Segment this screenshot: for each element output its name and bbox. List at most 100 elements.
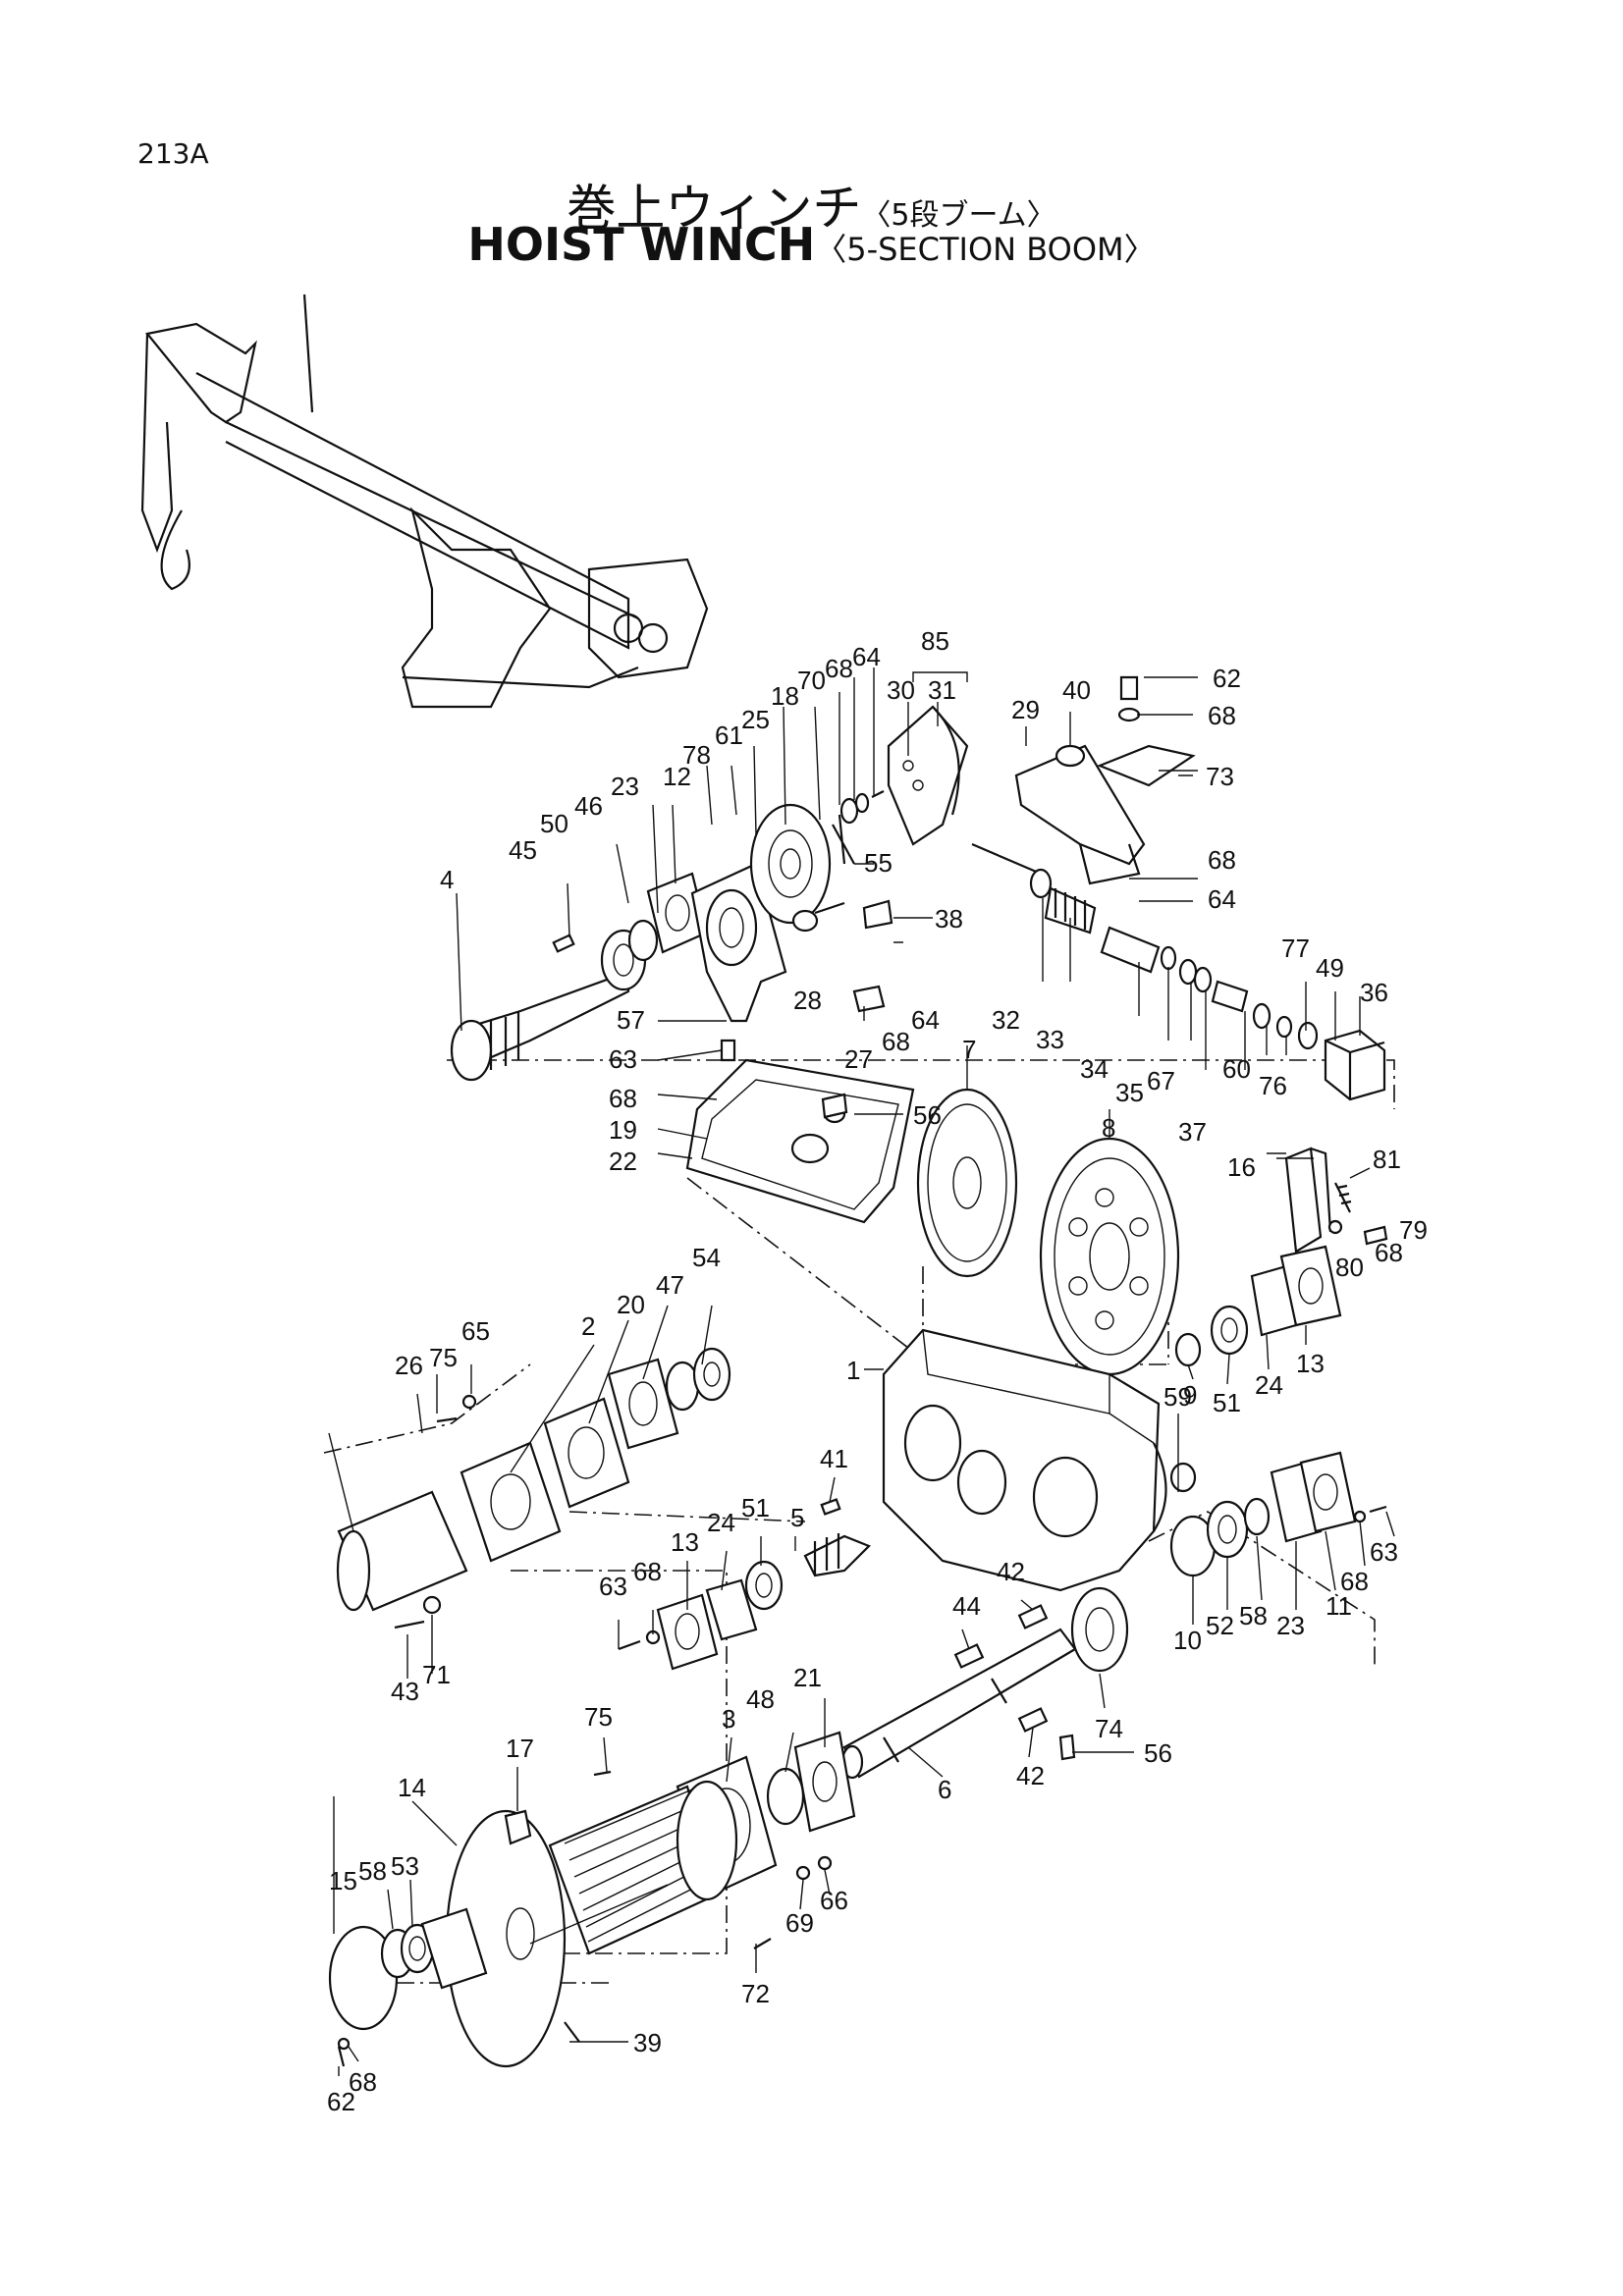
- part-label-2: 2: [581, 1311, 595, 1341]
- part-label-55: 55: [864, 848, 893, 878]
- part-label-52: 52: [1206, 1611, 1234, 1640]
- part-26-motor: [336, 1490, 468, 1612]
- title-english: HOIST WINCH〈5-SECTION BOOM〉: [0, 218, 1623, 271]
- part-label-51: 51: [741, 1493, 770, 1522]
- part-label-75: 75: [429, 1343, 458, 1372]
- part-label-68: 68: [1340, 1567, 1369, 1596]
- part-label-48: 48: [746, 1684, 775, 1714]
- part-label-65: 65: [461, 1316, 490, 1346]
- part-label-20: 20: [617, 1290, 645, 1319]
- part-label-18: 18: [771, 681, 799, 711]
- part-label-38: 38: [935, 904, 963, 934]
- part-label-23: 23: [611, 772, 639, 801]
- title-english-sub: 〈5-SECTION BOOM〉: [815, 231, 1156, 268]
- part-label-25: 25: [741, 705, 770, 734]
- part-label-68: 68: [349, 2067, 377, 2097]
- part-label-22: 22: [609, 1147, 637, 1176]
- part-label-58: 58: [1239, 1601, 1268, 1630]
- part-label-53: 53: [391, 1851, 419, 1881]
- part-label-72: 72: [741, 1979, 770, 2008]
- part-label-10: 10: [1173, 1626, 1202, 1655]
- part-label-71: 71: [422, 1660, 451, 1689]
- part-label-19: 19: [609, 1115, 637, 1145]
- part-label-68: 68: [825, 654, 853, 683]
- part-4-pinion-shaft: [450, 970, 630, 1082]
- part-label-27: 27: [844, 1044, 873, 1074]
- part-label-63: 63: [1370, 1537, 1398, 1567]
- part-label-14: 14: [398, 1773, 426, 1802]
- part-label-60: 60: [1222, 1054, 1251, 1084]
- part-label-21: 21: [793, 1663, 822, 1692]
- part-label-15: 15: [329, 1866, 357, 1896]
- part-label-67: 67: [1147, 1066, 1175, 1095]
- part-label-68: 68: [882, 1027, 910, 1056]
- part-label-61: 61: [715, 721, 743, 750]
- part-label-62: 62: [327, 2087, 355, 2116]
- part-label-44: 44: [952, 1591, 981, 1621]
- part-label-63: 63: [609, 1044, 637, 1074]
- part-label-37: 37: [1178, 1117, 1207, 1147]
- crane-location-illustration: [140, 294, 709, 709]
- part-label-7: 7: [962, 1035, 976, 1064]
- part-label-70: 70: [797, 666, 826, 695]
- part-label-59: 59: [1163, 1382, 1192, 1412]
- part-label-13: 13: [671, 1527, 699, 1557]
- part-label-66: 66: [820, 1886, 848, 1915]
- part-8-gear: [1039, 1137, 1180, 1376]
- part-label-17: 17: [506, 1734, 534, 1763]
- part-label-24: 24: [707, 1508, 735, 1537]
- part-31-brake-band: [887, 705, 969, 846]
- part-label-74: 74: [1095, 1714, 1123, 1743]
- part-label-46: 46: [574, 791, 603, 821]
- part-label-42: 42: [1016, 1761, 1045, 1790]
- part-label-16: 16: [1227, 1152, 1256, 1182]
- part-label-40: 40: [1062, 675, 1091, 705]
- part-14-rope-drum: [445, 1780, 738, 2068]
- part-label-3: 3: [722, 1704, 735, 1734]
- part-label-23: 23: [1276, 1611, 1305, 1640]
- part-label-77: 77: [1281, 934, 1310, 963]
- part-label-85: 85: [921, 626, 949, 656]
- part-label-30: 30: [887, 675, 915, 705]
- title-english-main: HOIST WINCH: [467, 218, 816, 271]
- part-label-4: 4: [440, 865, 454, 894]
- part-label-64: 64: [852, 642, 881, 671]
- part-label-69: 69: [785, 1908, 814, 1938]
- part-label-51: 51: [1213, 1388, 1241, 1417]
- part-label-58: 58: [358, 1856, 387, 1886]
- part-label-68: 68: [609, 1084, 637, 1113]
- part-label-45: 45: [509, 835, 537, 865]
- part-label-29: 29: [1011, 695, 1040, 724]
- part-label-13: 13: [1296, 1349, 1325, 1378]
- part-label-43: 43: [391, 1677, 419, 1706]
- part-label-8: 8: [1102, 1113, 1115, 1143]
- part-label-39: 39: [633, 2028, 662, 2057]
- part-label-64: 64: [911, 1005, 940, 1035]
- part-label-42: 42: [997, 1557, 1025, 1586]
- part-label-68: 68: [1208, 845, 1236, 875]
- title-japanese-sub: 〈5段ブーム〉: [861, 198, 1056, 233]
- part-label-26: 26: [395, 1351, 423, 1380]
- part-label-56: 56: [913, 1100, 942, 1130]
- part-label-31: 31: [928, 675, 956, 705]
- part-label-9: 9: [1183, 1380, 1197, 1410]
- part-label-1: 1: [846, 1356, 860, 1385]
- title-japanese: 巻上ウィンチ〈5段ブーム〉: [0, 169, 1623, 240]
- part-label-32: 32: [992, 1005, 1020, 1035]
- part-label-54: 54: [692, 1243, 721, 1272]
- part-label-6: 6: [938, 1775, 951, 1804]
- part-label-24: 24: [1255, 1370, 1283, 1400]
- part-7-gear: [916, 1088, 1018, 1278]
- part-label-73: 73: [1206, 762, 1234, 791]
- part-label-63: 63: [599, 1572, 627, 1601]
- part-label-75: 75: [584, 1702, 613, 1732]
- part-label-47: 47: [656, 1270, 684, 1300]
- part-label-81: 81: [1373, 1145, 1401, 1174]
- part-label-33: 33: [1036, 1025, 1064, 1054]
- part-label-76: 76: [1259, 1071, 1287, 1100]
- part-label-62: 62: [1213, 664, 1241, 693]
- part-label-41: 41: [820, 1444, 848, 1473]
- page-code: 213A: [137, 137, 209, 170]
- part-label-56: 56: [1144, 1738, 1172, 1768]
